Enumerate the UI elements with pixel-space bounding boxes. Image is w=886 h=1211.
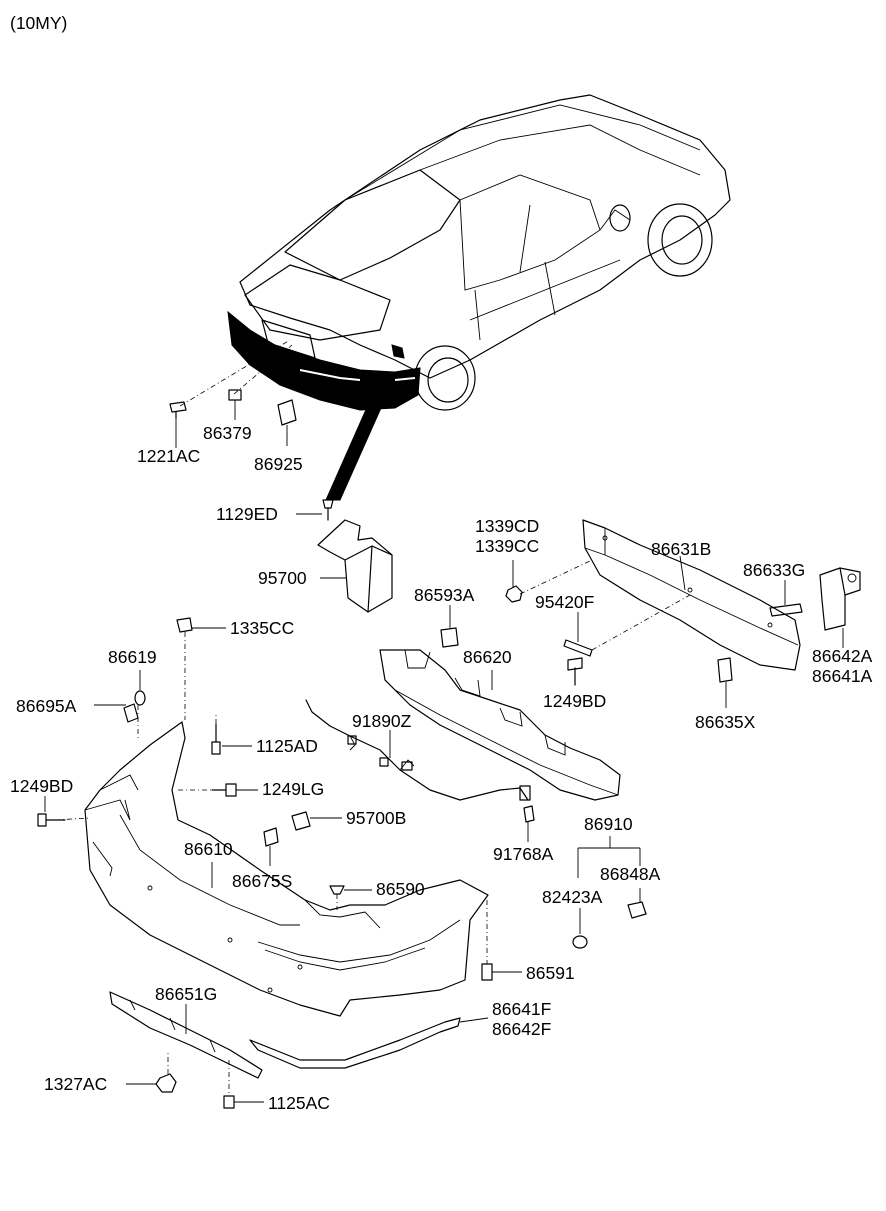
part-82423A-icon [572,935,588,949]
part-1327AC-icon [155,1050,177,1093]
label-86642F: 86642F [492,1019,551,1039]
part-86591-icon [481,900,493,981]
label-1125AC: 1125AC [268,1093,330,1113]
label-86591: 86591 [526,963,575,983]
part-1125AC-icon [223,1060,235,1109]
label-86620: 86620 [463,647,512,667]
part-1125AD-icon [211,723,221,755]
part-1129ED-icon [322,499,334,521]
label-86610: 86610 [184,839,233,859]
label-86642A: 86642A [812,646,873,666]
model-year-label: (10MY) [10,13,67,33]
part-1249LG-icon [211,783,237,797]
part-1339-nut-icon [505,585,523,603]
label-86695A: 86695A [16,696,77,716]
label-1335CC: 1335CC [230,618,294,638]
label-1339CD: 1339CD [475,516,539,536]
part-86925-icon [277,399,297,426]
part-1249BD-right-icon [567,657,583,686]
leader-86379 [233,344,293,395]
part-86590-icon [329,885,345,910]
group-86910-bracket [577,836,641,878]
part-86633G-icon [769,603,803,617]
label-86619: 86619 [108,647,157,667]
part-86635X-icon [717,657,733,683]
part-91890Z-harness-icon [305,699,531,801]
label-91768A: 91768A [493,844,554,864]
part-86619-icon [134,690,146,706]
label-86651G: 86651G [155,984,217,1004]
part-1221AC-icon [169,401,187,419]
label-1125AD: 1125AD [256,736,318,756]
label-1327AC: 1327AC [44,1074,107,1094]
label-1221AC: 1221AC [137,446,200,466]
leader-1221AC [179,339,291,407]
label-1129ED: 1129ED [216,504,278,524]
part-91768A-icon [523,805,535,823]
label-1249BD-right: 1249BD [543,691,606,711]
label-86641F: 86641F [492,999,551,1019]
label-86925: 86925 [254,454,303,474]
label-86641A: 86641A [812,666,873,686]
label-86590: 86590 [376,879,425,899]
part-95700B-icon [291,811,311,831]
part-86675S-icon [263,827,279,847]
part-95420F-icon [563,639,593,657]
label-1339CC: 1339CC [475,536,539,556]
part-86641F-strip-icon [249,1017,461,1069]
label-91890Z: 91890Z [352,711,412,731]
part-86610-bumper-cover-icon [84,721,489,1017]
part-95700-icon [317,519,393,613]
label-86910: 86910 [584,814,633,834]
label-86635X: 86635X [695,712,756,732]
label-95700B: 95700B [346,808,406,828]
label-86593A: 86593A [414,585,475,605]
part-1335CC-icon [176,617,193,633]
label-1249LG: 1249LG [262,779,324,799]
label-86848A: 86848A [600,864,661,884]
label-82423A: 82423A [542,887,603,907]
part-86848A-icon [627,901,647,919]
label-86631B: 86631B [651,539,711,559]
part-86379-icon [228,389,242,401]
part-1249BD-left-icon [37,813,66,827]
label-1249BD-left: 1249BD [10,776,73,796]
label-86633G: 86633G [743,560,805,580]
part-86651G-trim-icon [109,991,263,1079]
label-95420F: 95420F [535,592,594,612]
part-86620-absorber-icon [379,649,621,801]
part-86642A-stay-icon [819,567,861,631]
part-86631B-beam-icon [582,519,801,671]
label-86379: 86379 [203,423,252,443]
part-86695A-icon [123,703,139,723]
part-86593A-icon [440,627,459,648]
vehicle-illustration [227,94,731,501]
label-86675S: 86675S [232,871,292,891]
label-95700: 95700 [258,568,307,588]
